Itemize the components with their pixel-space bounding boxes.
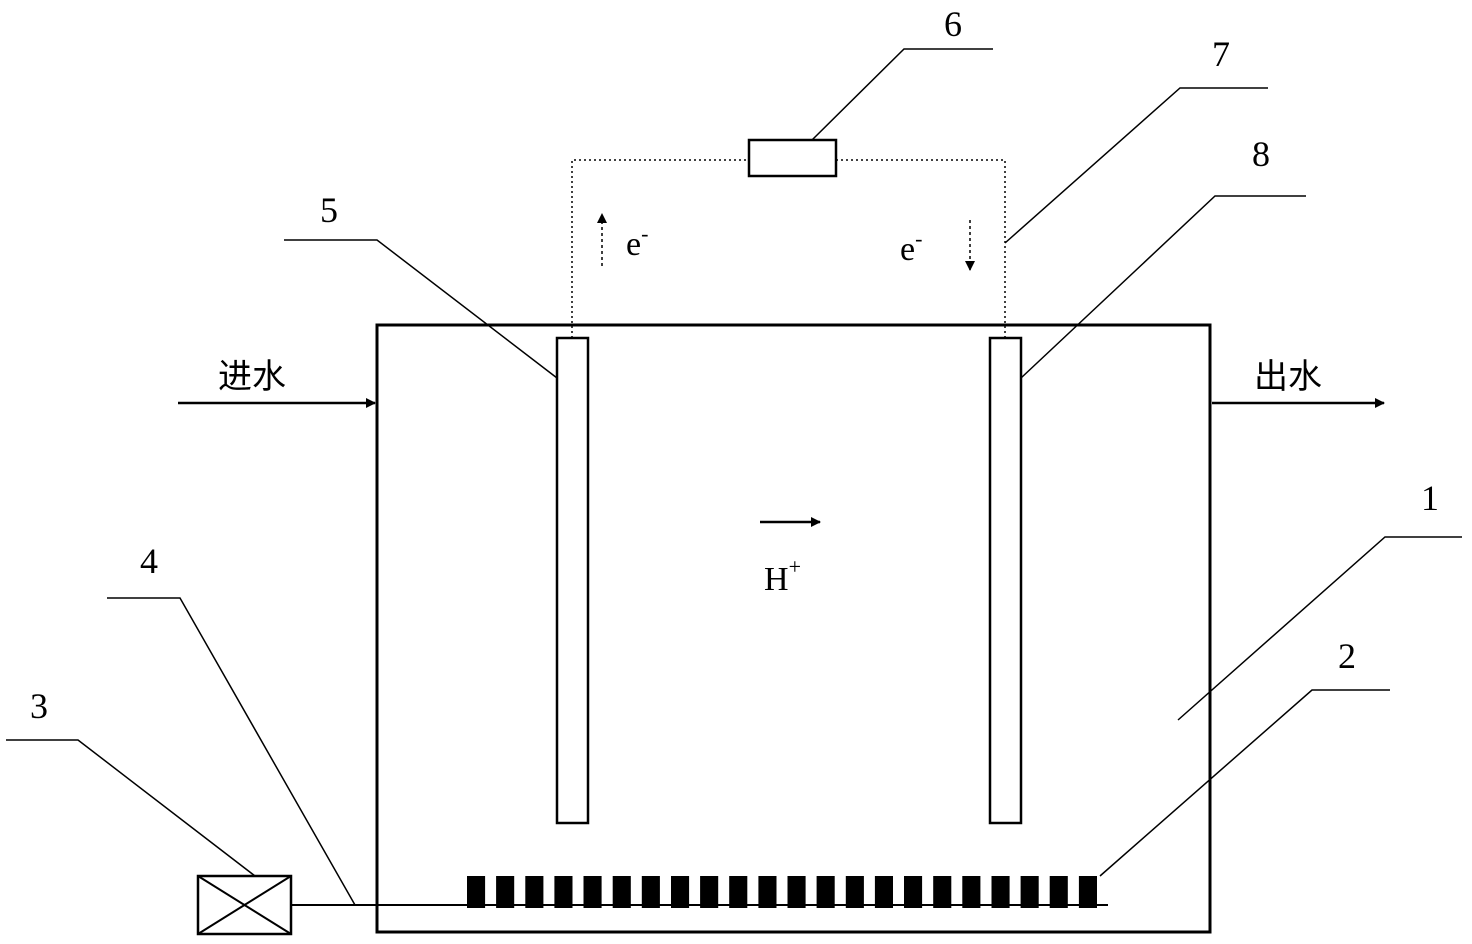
aerator-block	[904, 876, 923, 908]
aerator-block	[874, 876, 893, 908]
aerator-block	[1049, 876, 1068, 908]
leader-line-3	[6, 739, 256, 877]
aerator-block	[962, 876, 981, 908]
external-resistor	[747, 138, 838, 178]
aerator-block	[1078, 876, 1097, 908]
proton-label: H+	[764, 554, 801, 598]
label-6: 6	[944, 4, 962, 44]
label-4: 4	[140, 541, 158, 581]
label-2: 2	[1338, 636, 1356, 676]
leader-line-5	[284, 239, 558, 379]
label-7: 7	[1212, 34, 1230, 74]
label-5: 5	[320, 190, 338, 230]
aerator	[467, 876, 1097, 908]
label-8: 8	[1252, 134, 1270, 174]
aerator-block	[612, 876, 631, 908]
aerator-block	[700, 876, 719, 908]
air-pump	[196, 874, 293, 936]
leader-line-1	[1177, 536, 1462, 721]
aerator-block	[1020, 876, 1039, 908]
aerator-block	[525, 876, 544, 908]
leader-line-2	[1099, 689, 1390, 877]
aerator-block	[729, 876, 748, 908]
aerator-block	[991, 876, 1010, 908]
leader-line-4	[107, 597, 356, 906]
aerator-block	[933, 876, 952, 908]
aerator-block	[787, 876, 806, 908]
aerator-block	[671, 876, 690, 908]
leader-line-6	[811, 48, 993, 141]
external-circuit-wire	[571, 159, 1006, 338]
label-3: 3	[30, 686, 48, 726]
aerator-block	[583, 876, 602, 908]
inlet-label: 进水	[218, 357, 286, 397]
leader-lines	[6, 48, 1462, 906]
aerator-block	[467, 876, 486, 908]
leader-line-7	[1004, 87, 1268, 244]
aerator-block	[496, 876, 515, 908]
leader-line-8	[1020, 195, 1306, 379]
electron-label-right: e-	[900, 226, 922, 268]
aerator-block	[554, 876, 573, 908]
anode-electrode	[555, 336, 590, 825]
cathode-electrode	[988, 336, 1023, 825]
outlet-label: 出水	[1254, 357, 1322, 397]
label-1: 1	[1421, 478, 1439, 518]
electron-label-left: e-	[626, 221, 648, 263]
aerator-block	[816, 876, 835, 908]
aerator-block	[845, 876, 864, 908]
reactor-tank	[375, 323, 1212, 934]
aerator-block	[758, 876, 777, 908]
aerator-block	[641, 876, 660, 908]
